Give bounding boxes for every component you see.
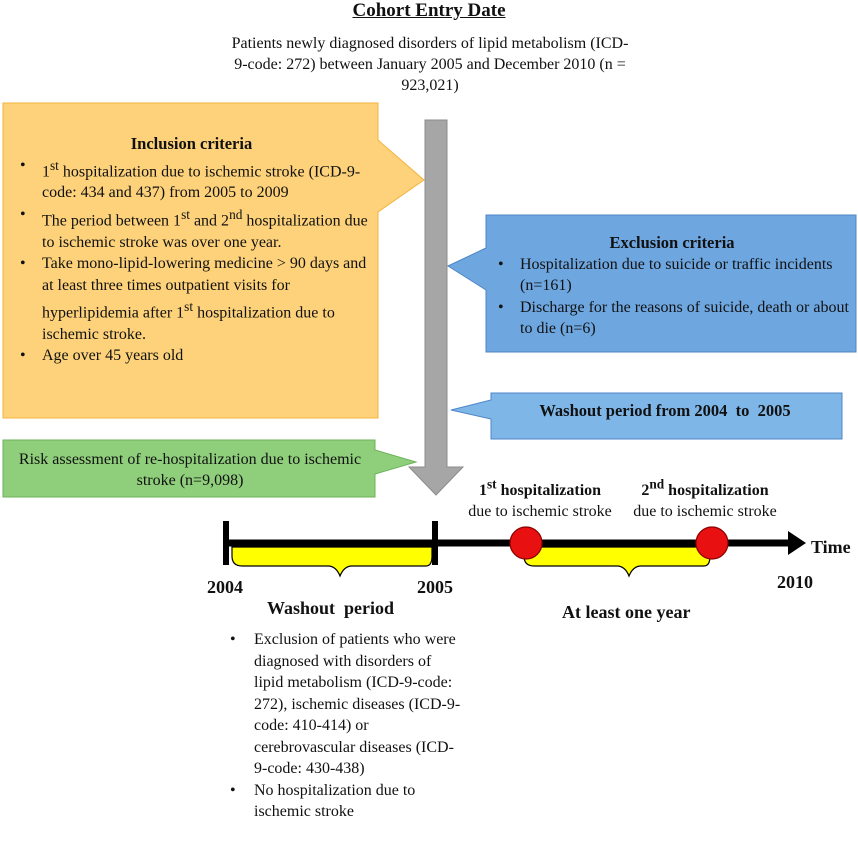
exclusion-item: Hospitalization due to suicide or traffi… — [492, 254, 852, 297]
cohort-entry-title: Cohort Entry Date — [352, 0, 506, 21]
washout-period-label: Washout period — [267, 598, 395, 618]
washout-callout-shape — [450, 392, 843, 440]
first-hospitalization-marker — [509, 526, 543, 560]
inclusion-criteria-box: Inclusion criteria 1st hospitalization d… — [14, 133, 369, 367]
inclusion-heading: Inclusion criteria — [130, 134, 253, 153]
washout-criteria: Exclusion of patients who were diagnosed… — [224, 629, 464, 823]
at-least-one-year-bracket — [523, 546, 711, 578]
washout-criteria-item: Exclusion of patients who were diagnosed… — [224, 629, 464, 780]
timeline-arrowhead — [788, 531, 806, 555]
year-2005-label: 2005 — [417, 577, 453, 597]
washout-bracket — [231, 546, 433, 578]
year-2010-label: 2010 — [777, 572, 813, 592]
inclusion-list: 1st hospitalization due to ischemic stro… — [14, 155, 369, 367]
main-down-arrow — [407, 119, 465, 496]
inclusion-item: Age over 45 years old — [14, 345, 369, 367]
at-least-one-year-label: At least one year — [562, 602, 691, 622]
washout-criteria-item: No hospitalization due to ischemic strok… — [224, 780, 464, 823]
exclusion-heading: Exclusion criteria — [609, 233, 735, 252]
washout-criteria-list: Exclusion of patients who were diagnosed… — [224, 629, 464, 823]
exclusion-criteria-box: Exclusion criteria Hospitalization due t… — [492, 232, 852, 340]
inclusion-item: The period between 1st and 2nd hospitali… — [14, 204, 369, 253]
inclusion-item: 1st hospitalization due to ischemic stro… — [14, 155, 369, 204]
washout-period-box: Washout period from 2004 to 2005 — [539, 401, 791, 420]
second-hospitalization-label: 2nd hospitalization due to ischemic stro… — [633, 477, 777, 521]
second-hospitalization-marker — [695, 526, 729, 560]
first-hospitalization-label: 1st hospitalization due to ischemic stro… — [468, 477, 612, 521]
cohort-entry-description: Patients newly diagnosed disorders of li… — [231, 35, 629, 94]
exclusion-item: Discharge for the reasons of suicide, de… — [492, 297, 852, 340]
exclusion-list: Hospitalization due to suicide or traffi… — [492, 254, 852, 340]
inclusion-item: Take mono-lipid-lowering medicine > 90 d… — [14, 253, 369, 345]
time-axis-label: Time — [811, 537, 851, 557]
risk-callout-shape — [2, 439, 418, 498]
risk-assessment-box: Risk assessment of re-hospitalization du… — [18, 451, 362, 489]
year-2004-label: 2004 — [207, 577, 243, 597]
